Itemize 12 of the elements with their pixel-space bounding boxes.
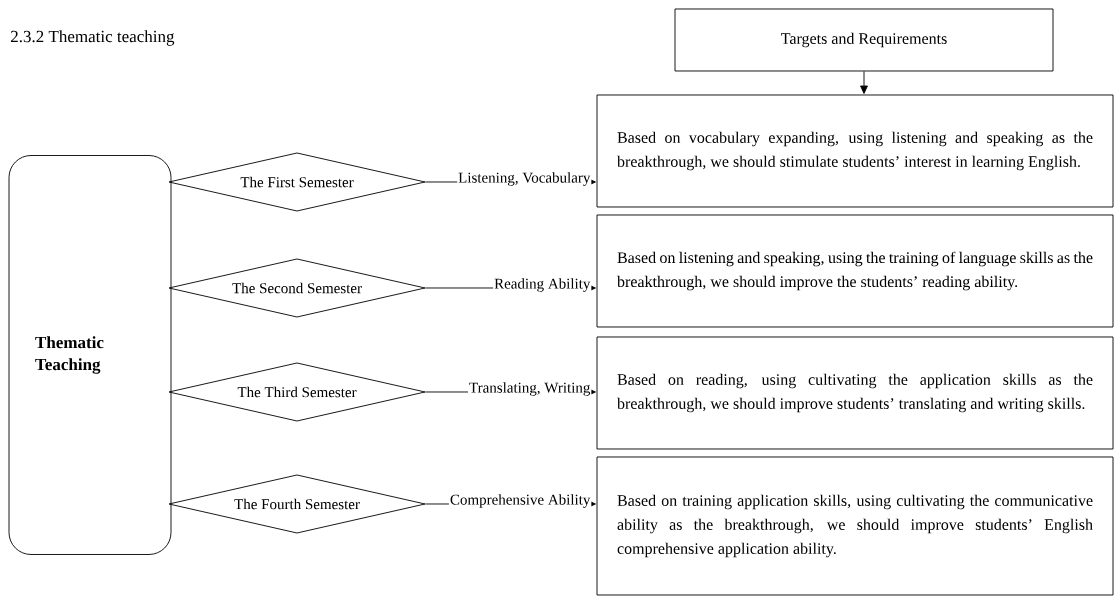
text-box: Based on training application skills, using cultivating the communicative ability as the breakthrough, we should improve students’ English comprehensive application ability. — [596, 456, 1114, 596]
edge-label: Translating, Writing — [468, 381, 592, 397]
rounded-box: Thematic Teaching — [8, 155, 172, 555]
edge-label: Listening, Vocabulary — [457, 171, 592, 187]
edge-label: Reading Ability — [493, 277, 592, 293]
edge-label: Comprehensive Ability — [448, 493, 592, 509]
process-box: Targets and Requirements — [674, 8, 1054, 72]
arrow — [860, 71, 868, 94]
text-box: Based on vocabulary expanding, using listening and speaking as the breakthrough, we should stimulate students’ interest in learning English. — [596, 94, 1114, 208]
text-box: Based on listening and speaking, using the training of language skills as the breakthrough, we should improve the students’ reading ability. — [596, 214, 1114, 328]
text-box: Based on reading, using cultivating the application skills as the breakthrough, we should improve students’ translating and writing skills. — [596, 336, 1114, 450]
heading: 2.3.2 Thematic teaching — [10, 30, 175, 46]
